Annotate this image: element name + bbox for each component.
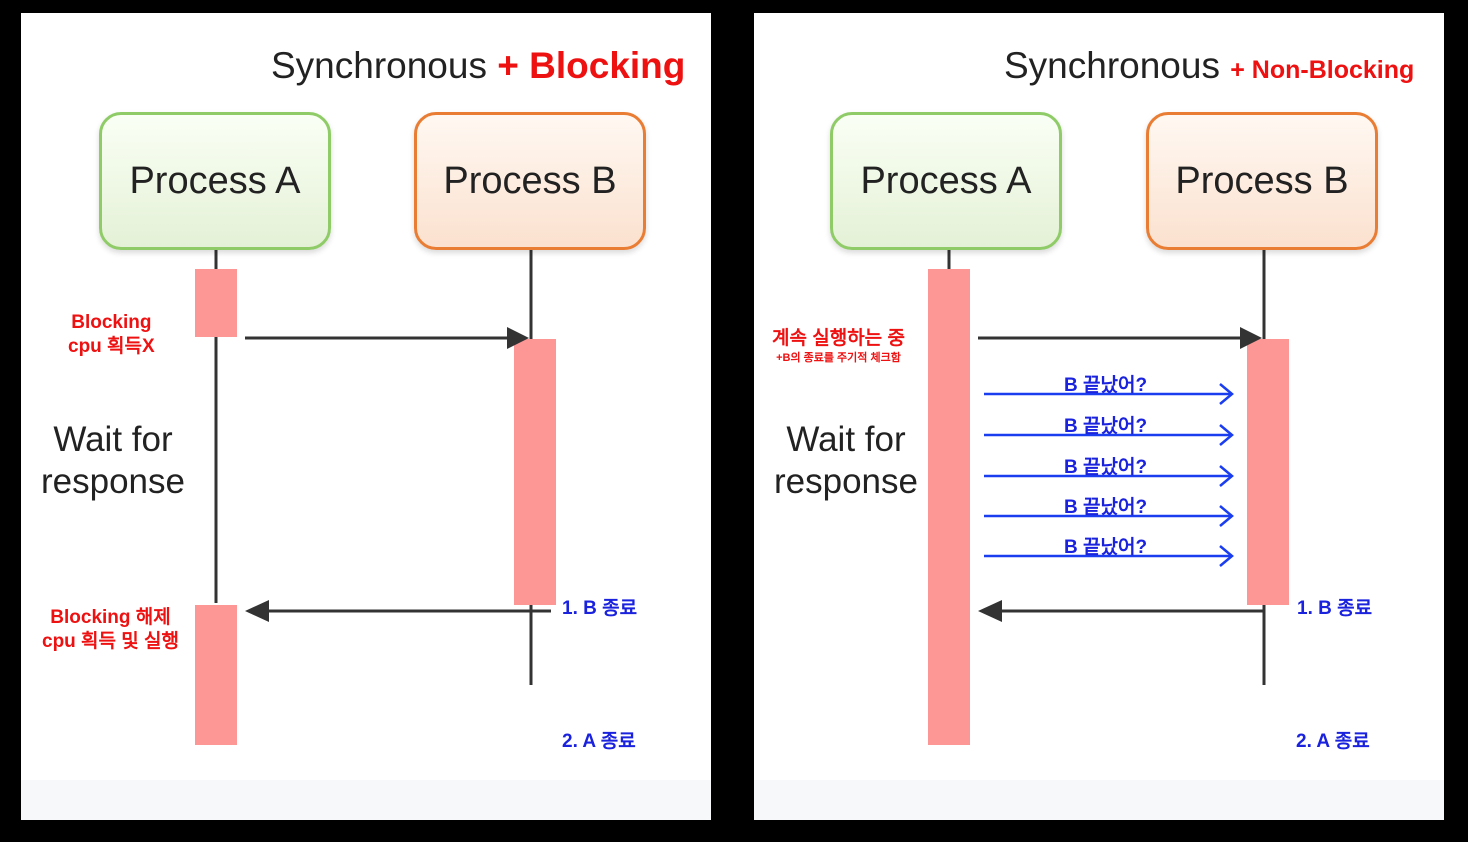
call-arrow-head <box>1240 327 1262 349</box>
blocking-label-line1: Blocking <box>71 312 152 333</box>
release-label: Blocking 해제 cpu 획득 및 실행 <box>42 606 179 654</box>
process-b-box: Process B <box>1146 112 1378 250</box>
activation-b <box>1247 339 1289 605</box>
wait-label-line2: response <box>41 462 185 501</box>
wait-label-line2: response <box>774 462 918 501</box>
b-end-label: 1. B 종료 <box>1297 598 1373 619</box>
process-a-box: Process A <box>99 112 331 250</box>
poll-arrow-head <box>1219 424 1234 446</box>
wait-label-line1: Wait for <box>53 420 173 459</box>
activation-a-top <box>195 269 237 337</box>
title-highlight: + Blocking <box>497 45 686 86</box>
poll-arrow-head <box>1219 465 1234 487</box>
non-blocking-panel: Synchronous + Non-Blocking Process A <box>754 13 1444 820</box>
poll-label: B 끝났어? <box>1064 457 1148 478</box>
call-arrow-head <box>507 327 529 349</box>
running-label-line2: +B의 종료를 주기적 체크함 <box>776 352 901 364</box>
a-end-label: 2. A 종료 <box>562 731 636 752</box>
blocking-label-line2: cpu 획득X <box>68 336 155 357</box>
sequence-diagram <box>195 250 556 745</box>
panel-title: Synchronous + Blocking <box>271 45 685 87</box>
release-label-line1: Blocking 해제 <box>50 607 171 628</box>
panel-title: Synchronous + Non-Blocking <box>1004 45 1414 87</box>
poll-arrow-head <box>1219 505 1234 527</box>
poll-label: B 끝났어? <box>1064 497 1148 518</box>
wait-label: Wait for response <box>774 419 918 503</box>
activation-b <box>514 339 556 605</box>
title-prefix: Synchronous <box>271 45 487 86</box>
poll-arrows <box>984 383 1234 567</box>
blocking-label: Blocking cpu 획득X <box>68 311 155 359</box>
panel-footer <box>754 780 1444 820</box>
poll-label: B 끝났어? <box>1064 416 1148 437</box>
poll-label: B 끝났어? <box>1064 375 1148 396</box>
title-prefix: Synchronous <box>1004 45 1220 86</box>
process-b-box: Process B <box>414 112 646 250</box>
release-label-line2: cpu 획득 및 실행 <box>42 631 180 652</box>
process-a-box: Process A <box>830 112 1062 250</box>
poll-label: B 끝났어? <box>1064 537 1148 558</box>
running-label-line1: 계속 실행하는 중 <box>772 328 905 349</box>
blocking-panel: Synchronous + Blocking Process A Process… <box>21 13 711 820</box>
b-end-label: 1. B 종료 <box>562 598 638 619</box>
title-highlight: + Non-Blocking <box>1230 56 1415 84</box>
wait-label: Wait for response <box>41 419 185 503</box>
a-end-label: 2. A 종료 <box>1296 731 1370 752</box>
return-arrow-head <box>978 600 1002 622</box>
wait-label-line1: Wait for <box>786 420 906 459</box>
sequence-diagram <box>928 250 1289 745</box>
return-arrow-head <box>245 600 269 622</box>
activation-a <box>928 269 970 745</box>
panel-footer <box>21 780 711 820</box>
poll-arrow-head <box>1219 383 1234 405</box>
running-label: 계속 실행하는 중 +B의 종료를 주기적 체크함 <box>772 327 905 365</box>
poll-arrow-head <box>1219 545 1234 567</box>
activation-a-bottom <box>195 605 237 745</box>
